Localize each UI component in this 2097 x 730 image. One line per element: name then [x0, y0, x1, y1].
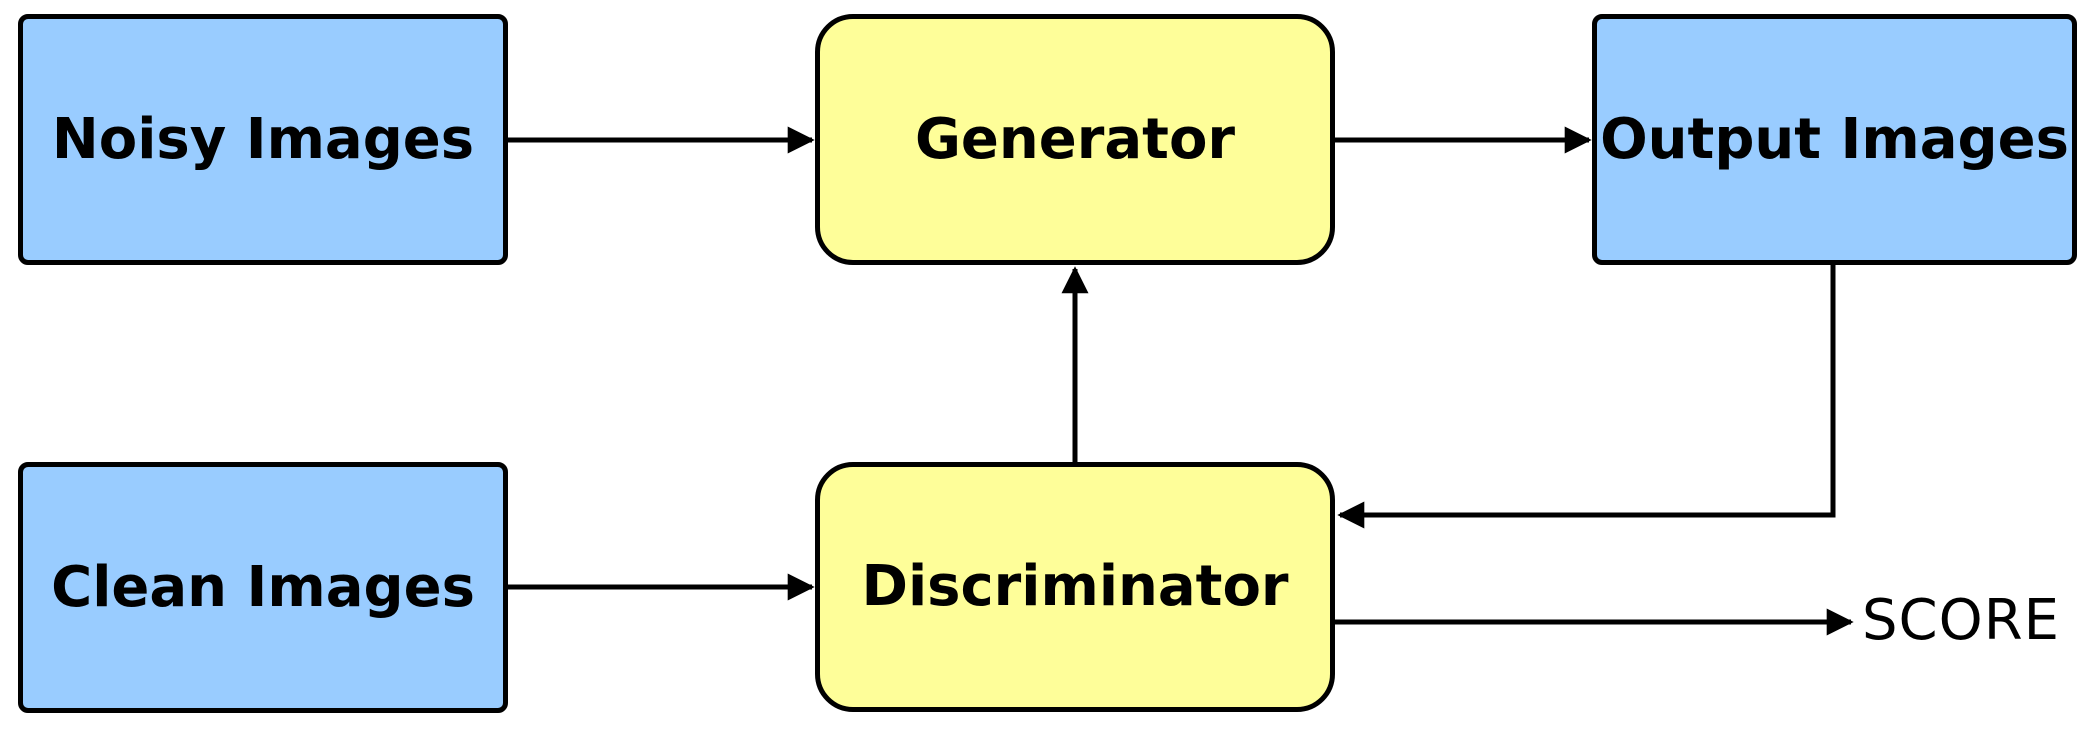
- node-label-noisy-images: Noisy Images: [51, 106, 475, 172]
- node-discriminator: Discriminator: [815, 462, 1335, 712]
- connector-output-to-discriminator: [1337, 265, 1836, 529]
- node-generator: Generator: [815, 14, 1335, 265]
- node-label-generator: Generator: [914, 106, 1236, 172]
- node-clean-images: Clean Images: [18, 462, 508, 713]
- node-output-images: Output Images: [1592, 14, 2077, 265]
- node-label-discriminator: Discriminator: [861, 554, 1289, 619]
- node-label-output-images: Output Images: [1600, 106, 2069, 172]
- node-noisy-images: Noisy Images: [18, 14, 508, 265]
- score-label: SCORE: [1862, 588, 2061, 654]
- node-label-clean-images: Clean Images: [51, 554, 475, 620]
